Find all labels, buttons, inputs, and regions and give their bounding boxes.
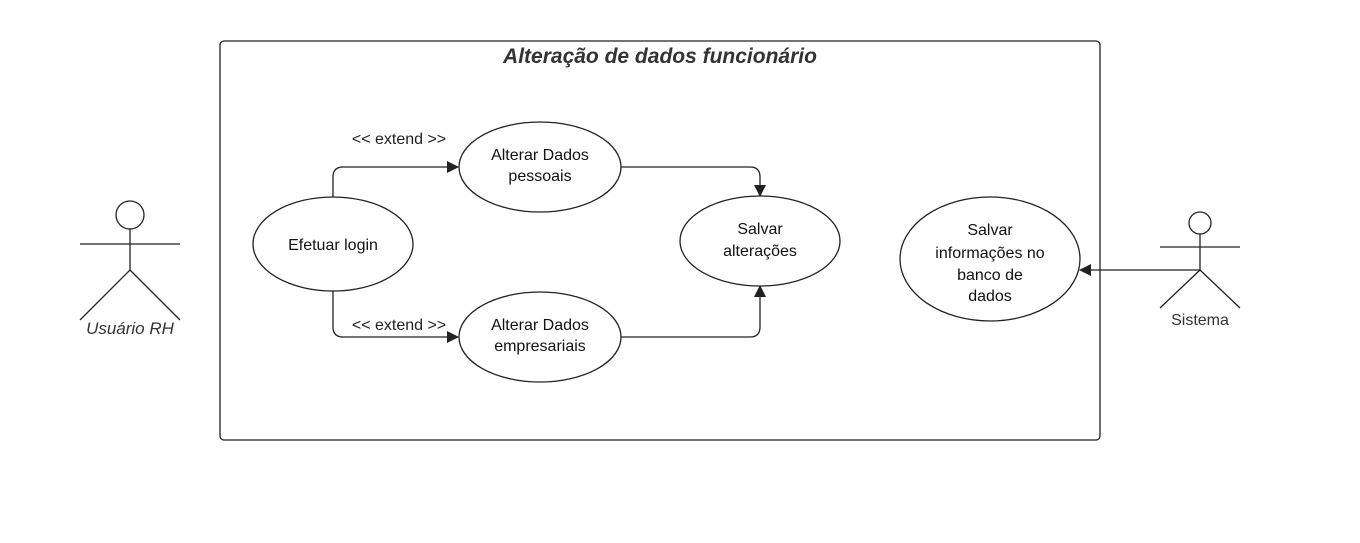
extend-label-top: << extend >> xyxy=(352,131,446,148)
system-boundary xyxy=(219,40,1101,441)
use-case-banco-line-3: banco de xyxy=(957,267,1023,284)
use-case-empresariais-line-2: empresariais xyxy=(494,338,586,355)
use-case-efetuar-login: Efetuar login xyxy=(252,196,414,292)
use-case-empresariais-line-1: Alterar Dados xyxy=(491,317,589,334)
use-case-salvar-line-1: Salvar xyxy=(737,221,783,238)
use-case-banco-line-2: informações no xyxy=(935,245,1044,262)
extend-arrow-empresariais xyxy=(332,291,459,343)
use-case-salvar-line-2: alterações xyxy=(723,243,797,260)
use-case-alterar-dados-empresariais: Alterar Dados empresariais xyxy=(458,291,622,383)
use-case-salvar-alteracoes: Salvar alterações xyxy=(679,195,841,287)
use-case-alterar-dados-pessoais: Alterar Dados pessoais xyxy=(458,121,622,213)
use-case-pessoais-line-2: pessoais xyxy=(508,168,571,185)
extend-arrow-pessoais xyxy=(332,161,459,203)
actor-sistema-label: Sistema xyxy=(1171,312,1229,329)
system-title: Alteração de dados funcionário xyxy=(502,45,817,68)
actor-usuario-rh: Usuário RH xyxy=(79,200,181,338)
use-case-efetuar-login-line-1: Efetuar login xyxy=(288,237,378,254)
extend-label-bottom: << extend >> xyxy=(352,317,446,334)
arrow-empresariais-to-salvar xyxy=(620,285,766,338)
actor-sistema: Sistema xyxy=(1159,211,1241,329)
use-case-salvar-banco: Salvar informações no banco de dados xyxy=(899,196,1081,322)
actor-usuario-rh-label: Usuário RH xyxy=(86,319,175,338)
arrow-pessoais-to-salvar xyxy=(620,166,766,197)
use-case-pessoais-line-1: Alterar Dados xyxy=(491,147,589,164)
use-case-banco-line-1: Salvar xyxy=(967,222,1013,239)
use-case-banco-line-4: dados xyxy=(968,288,1012,305)
